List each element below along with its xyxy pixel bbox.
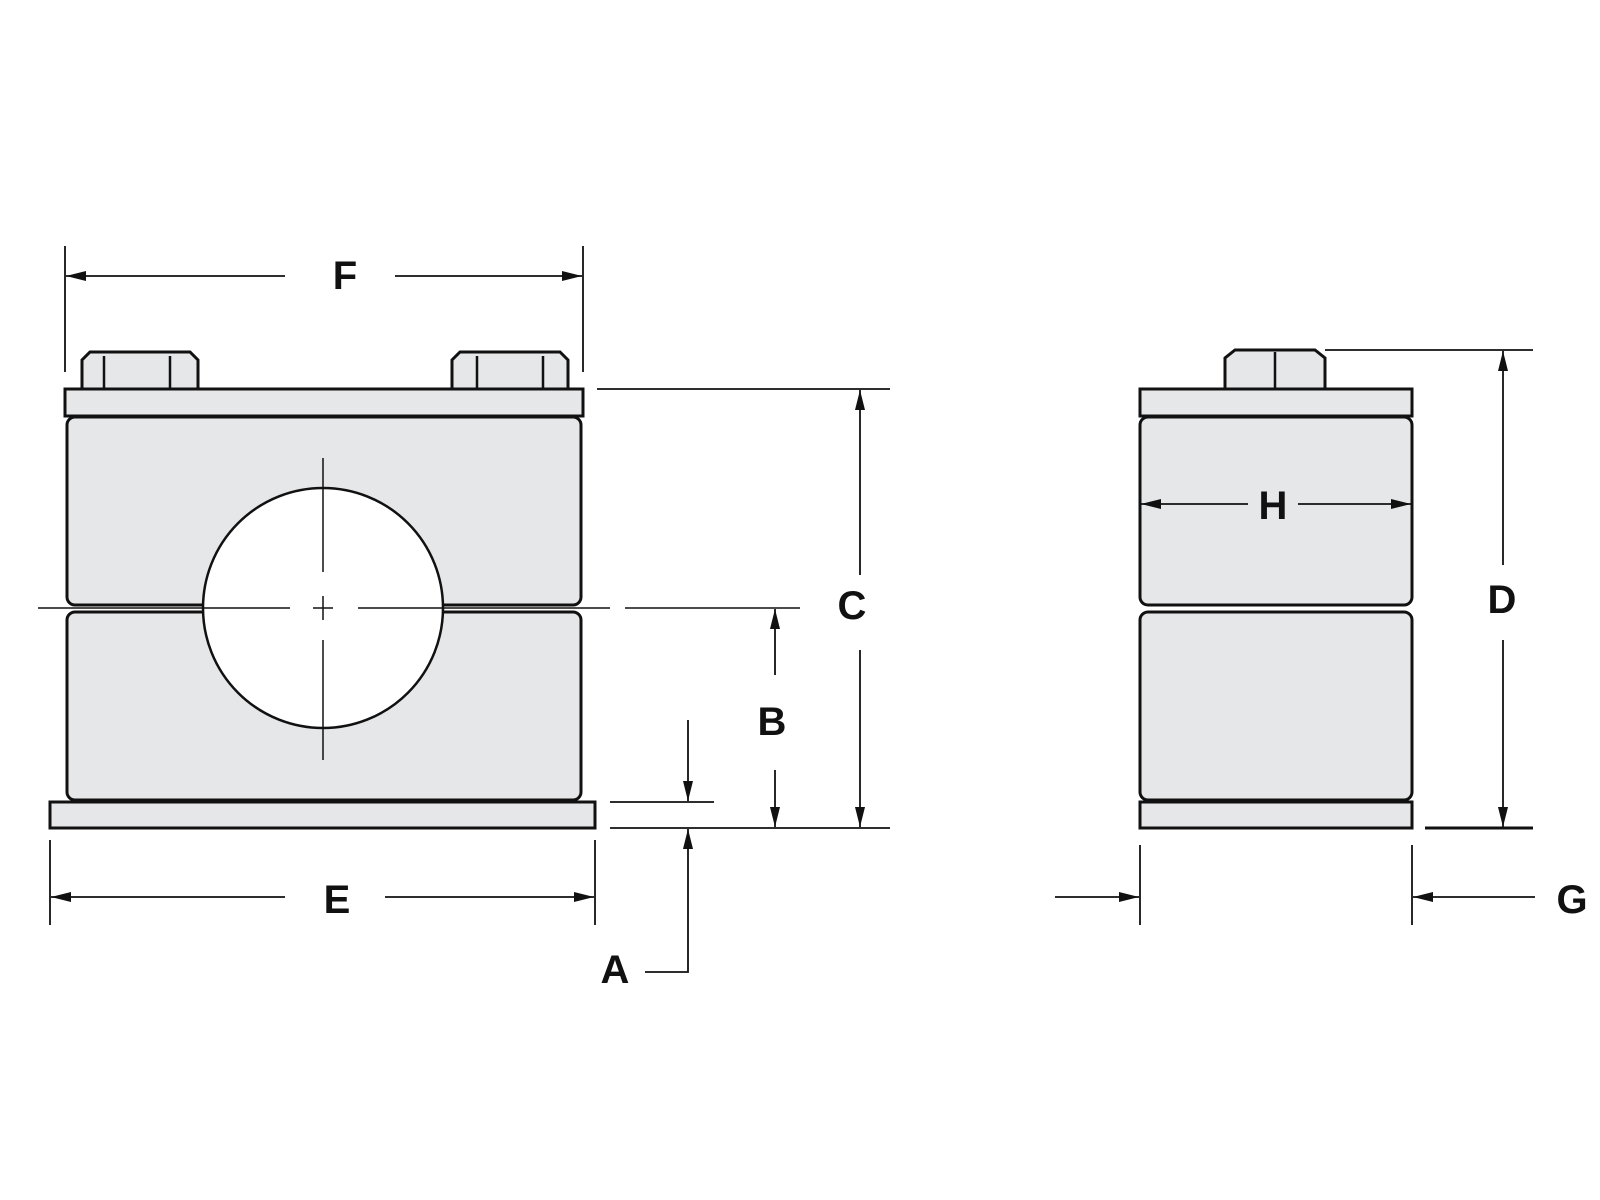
bolt-left bbox=[80, 350, 200, 391]
side-base-plate bbox=[1138, 800, 1414, 830]
label-b: B bbox=[758, 700, 787, 744]
dimension-g: G bbox=[1055, 845, 1588, 925]
bolt-right bbox=[450, 350, 570, 391]
dimension-f: F bbox=[64, 246, 584, 372]
dimension-a: A bbox=[601, 720, 714, 992]
centerlines bbox=[38, 458, 800, 760]
dimension-h: H bbox=[1141, 484, 1411, 528]
dimension-d: D bbox=[1325, 349, 1533, 830]
label-e: E bbox=[324, 878, 351, 922]
dimension-b: B bbox=[758, 609, 787, 827]
label-c: C bbox=[838, 584, 867, 628]
label-g: G bbox=[1556, 878, 1587, 922]
top-plate bbox=[63, 387, 585, 418]
dimension-c: C bbox=[597, 388, 890, 829]
side-lower-body bbox=[1138, 610, 1414, 802]
base-plate bbox=[48, 800, 597, 830]
side-top-plate bbox=[1138, 387, 1414, 418]
side-view bbox=[1138, 348, 1414, 830]
side-upper-body bbox=[1138, 415, 1414, 607]
label-a: A bbox=[601, 948, 630, 992]
label-d: D bbox=[1488, 578, 1517, 622]
label-h: H bbox=[1259, 484, 1288, 528]
front-view bbox=[38, 350, 800, 830]
label-f: F bbox=[333, 254, 357, 298]
dimension-e: E bbox=[49, 840, 596, 925]
bolt-side bbox=[1223, 348, 1327, 391]
